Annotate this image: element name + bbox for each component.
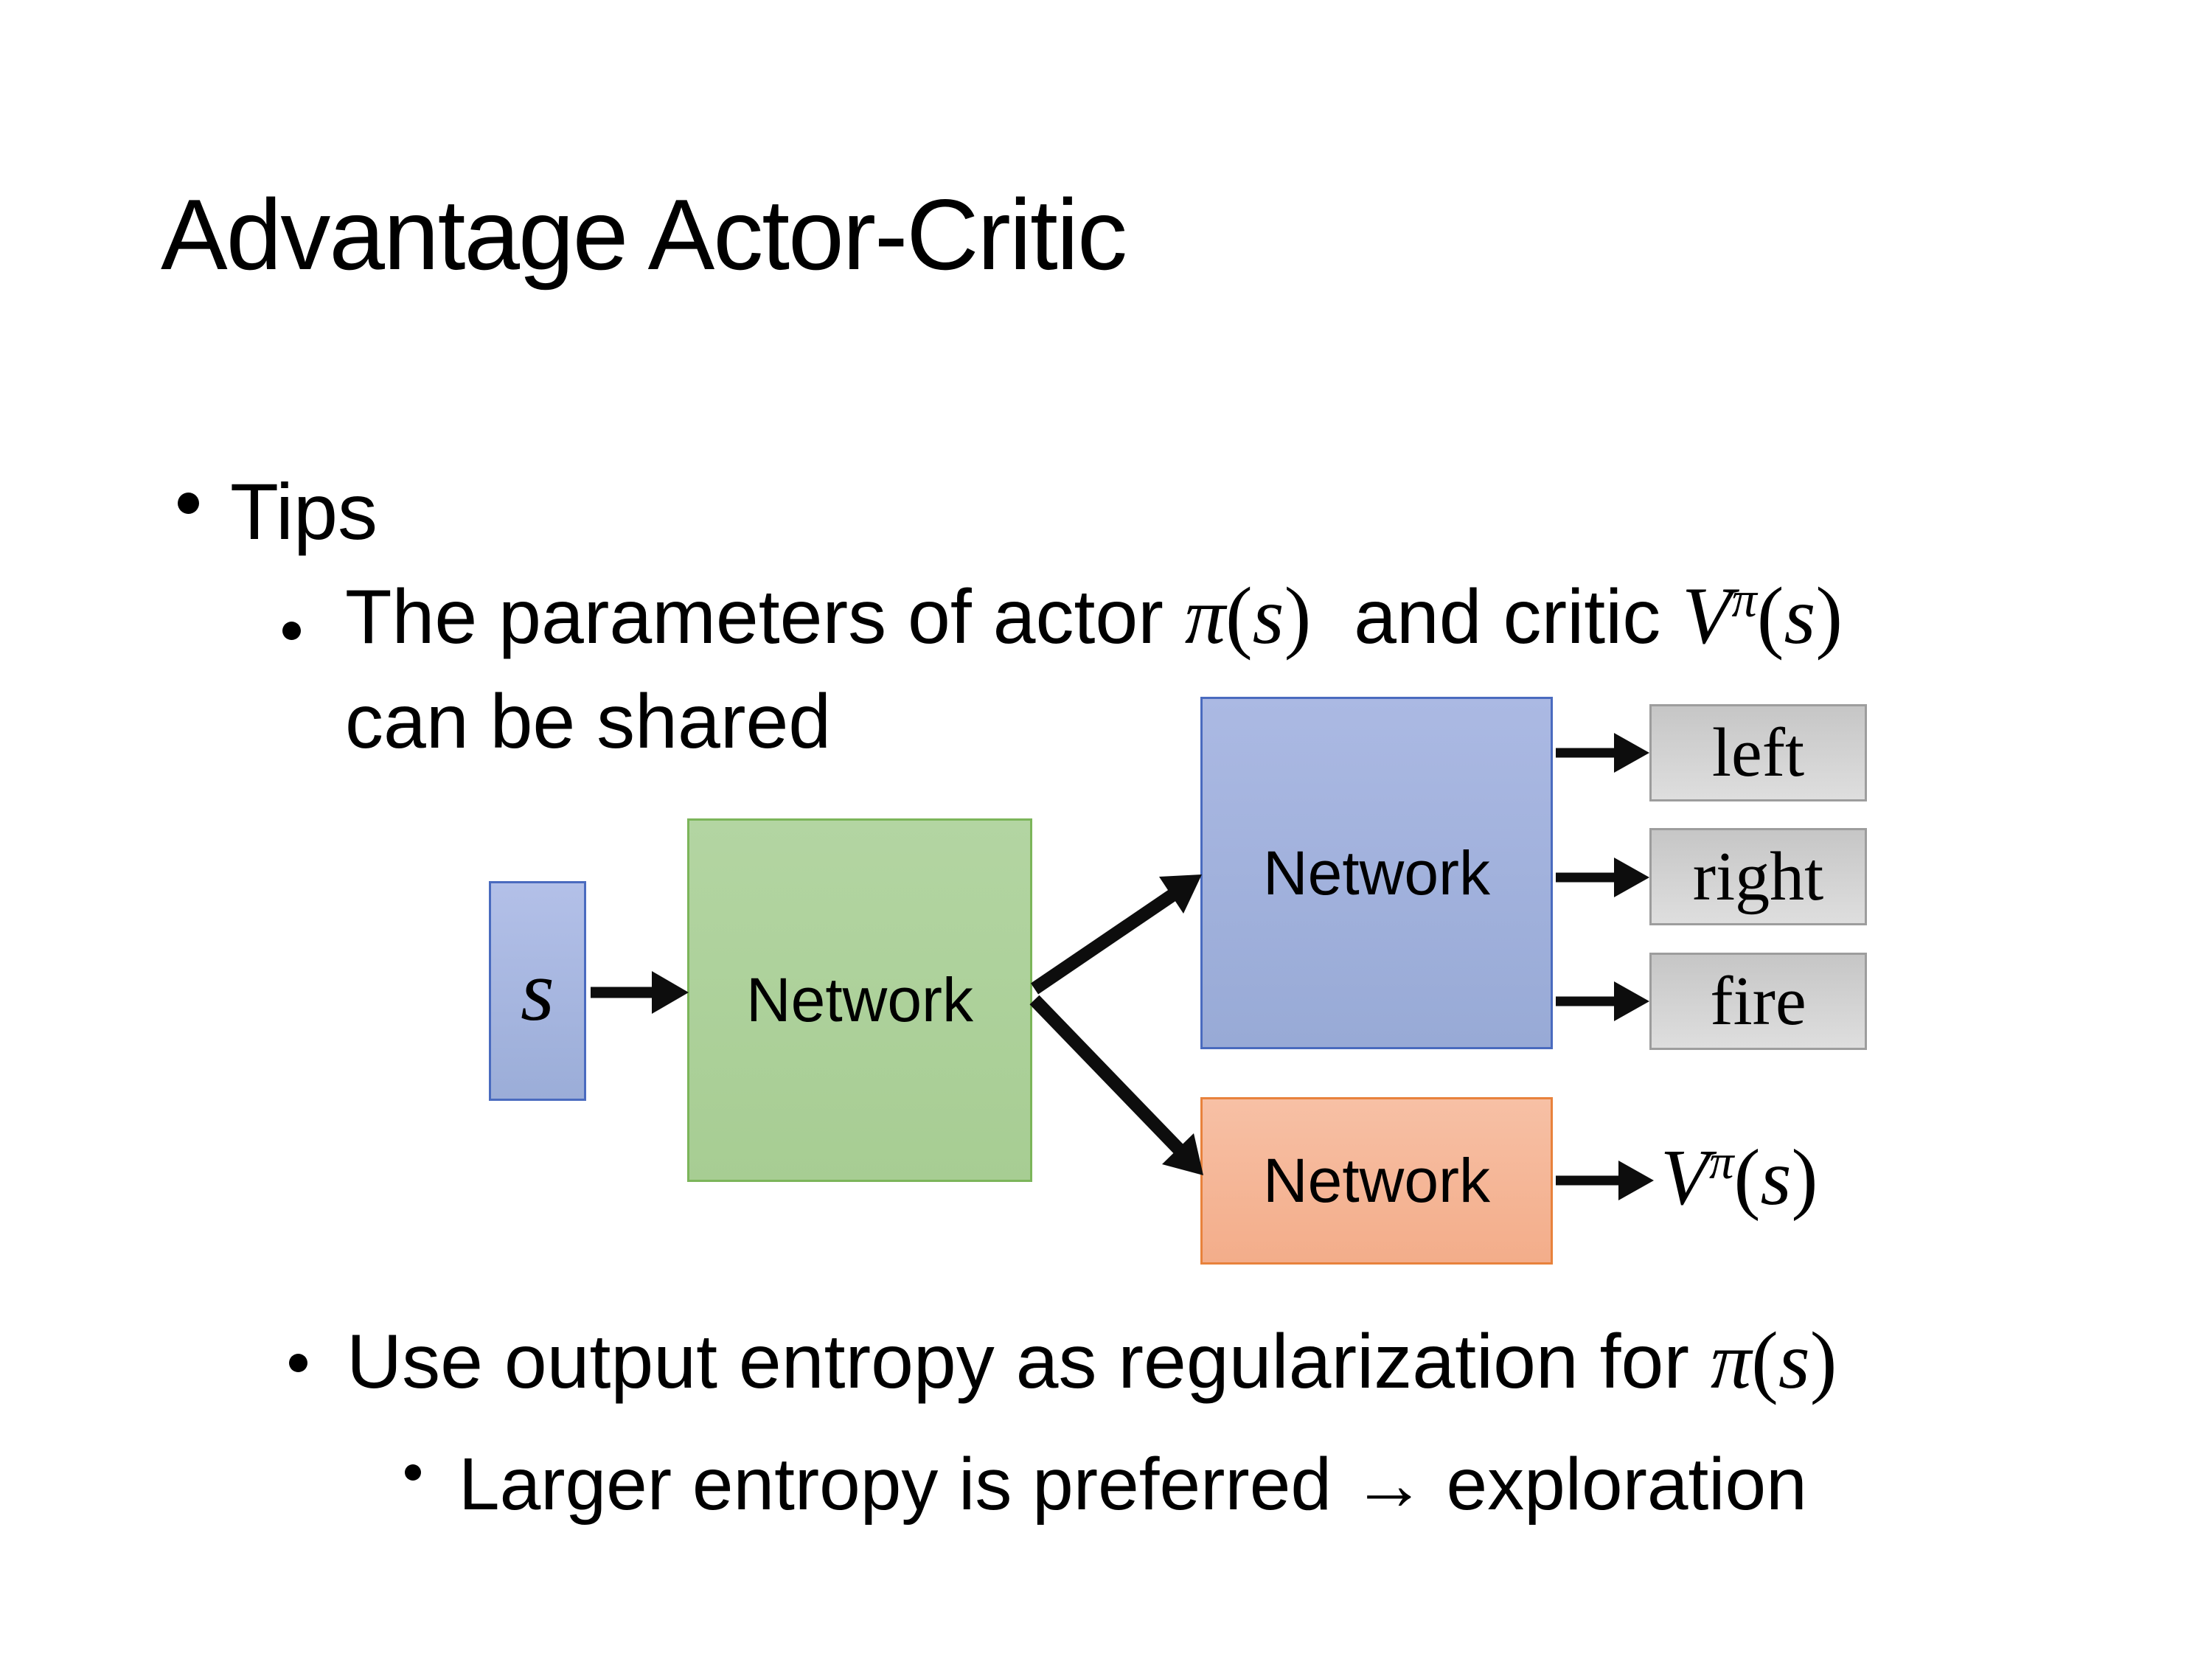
- bullet-dot-icon: [289, 1354, 307, 1372]
- bullet-text: Use output entropy as regularization for: [347, 1319, 1711, 1405]
- bullet-text: and critic: [1311, 574, 1683, 660]
- critic-output-value: Vπ(s): [1660, 1134, 1818, 1222]
- action-label: right: [1692, 838, 1824, 915]
- bullet-larger-entropy: Larger entropy is preferred → exploratio…: [459, 1443, 1807, 1526]
- bullet-text: The parameters of actor: [345, 574, 1185, 660]
- arrow-state-to-shared-icon: [591, 971, 689, 1014]
- math-pi-s: π(s): [1710, 1315, 1837, 1405]
- action-box-left: left: [1649, 704, 1867, 801]
- shared-network-box: Network: [687, 818, 1032, 1182]
- arrow-actor-to-fire-icon: [1556, 981, 1649, 1021]
- actor-network-box: Network: [1200, 697, 1553, 1049]
- bullet-entropy-regularization: Use output entropy as regularization for…: [347, 1312, 1837, 1408]
- math-pi-s: π(s): [1184, 571, 1312, 661]
- arrow-actor-to-right-icon: [1556, 858, 1649, 897]
- critic-network-box: Network: [1200, 1097, 1553, 1265]
- critic-network-label: Network: [1262, 1146, 1491, 1215]
- bullet-dot-icon: [405, 1464, 421, 1481]
- action-box-right: right: [1649, 828, 1867, 925]
- bullet-dot-icon: [178, 493, 199, 514]
- actor-network-label: Network: [1262, 838, 1491, 908]
- bullet-parameters-shared: The parameters of actor π(s) and critic …: [345, 568, 1843, 664]
- shared-network-label: Network: [745, 965, 974, 1034]
- action-label: left: [1711, 714, 1805, 791]
- state-label: s: [521, 942, 554, 1039]
- page-title: Advantage Actor-Critic: [161, 178, 1127, 291]
- math-v-pi-s: Vπ(s): [1682, 571, 1843, 661]
- state-input-box: s: [489, 881, 586, 1101]
- arrow-shared-to-actor-icon: [1030, 874, 1202, 995]
- arrow-shared-to-critic-icon: [1029, 995, 1203, 1175]
- action-box-fire: fire: [1649, 953, 1867, 1050]
- bullet-dot-icon: [282, 622, 301, 640]
- action-label: fire: [1710, 963, 1806, 1040]
- arrow-critic-to-value-icon: [1556, 1161, 1654, 1200]
- bullet-tips: Tips: [230, 467, 378, 556]
- arrow-actor-to-left-icon: [1556, 733, 1649, 773]
- bullet-parameters-shared-line2: can be shared: [345, 679, 832, 765]
